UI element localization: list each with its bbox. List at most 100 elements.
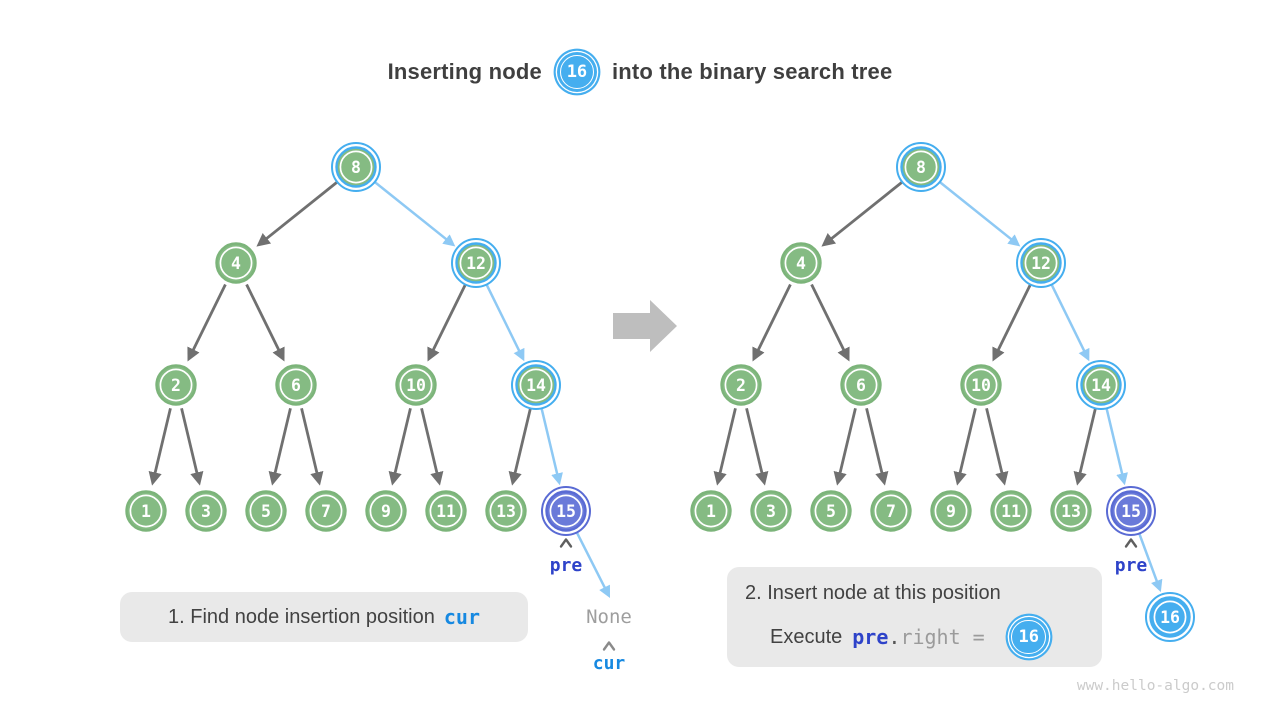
node-inner-ring (934, 494, 968, 528)
node-circle (780, 242, 822, 284)
node-circle (690, 490, 732, 532)
node-inner-ring (489, 494, 523, 528)
step1-text: 1. Find node insertion position (168, 605, 435, 628)
node-inner-ring (369, 494, 403, 528)
node-circle (125, 490, 167, 532)
tree-edge (300, 408, 324, 486)
node-value: 1 (706, 502, 716, 521)
tree-edge (420, 408, 444, 486)
none-label: None (586, 606, 632, 628)
node-inner-ring (219, 246, 253, 280)
tree-node-6: 6 (840, 364, 882, 406)
tree-edge-highlighted (938, 181, 1021, 247)
tree-edge (1073, 408, 1097, 486)
node-circle (1080, 364, 1122, 406)
tree-edge (187, 283, 227, 362)
step2-line1: 2. Insert node at this position (745, 582, 1001, 604)
node-value: 12 (1031, 254, 1051, 273)
node-outer-ring (1016, 238, 1066, 288)
node-value: 14 (1091, 376, 1111, 395)
tree-edge (268, 408, 292, 486)
page-title: Inserting node 16 into the binary search… (0, 46, 1280, 98)
tree-node-15: 15 (1106, 486, 1156, 536)
node-circle (425, 490, 467, 532)
tree-edge-highlighted (373, 181, 456, 247)
step2-line2: Execute pre . right = 16 (770, 613, 1084, 661)
tree-node-8: 8 (331, 142, 381, 192)
tree-node-8: 8 (896, 142, 946, 192)
tree-edge (245, 283, 285, 362)
node-circle (515, 364, 557, 406)
node-value: 2 (736, 376, 746, 395)
node-circle (305, 490, 347, 532)
title-suffix: into the binary search tree (611, 59, 893, 84)
node-value: 13 (1061, 502, 1081, 521)
node-inner-ring (844, 368, 878, 402)
node-inner-ring (279, 368, 313, 402)
node-inner-ring (724, 368, 758, 402)
step2-caption-box: 2. Insert node at this position Execute … (727, 567, 1102, 667)
tree-node-4: 4 (215, 242, 257, 284)
node-inner-ring (189, 494, 223, 528)
node-value: 4 (796, 254, 806, 273)
node-circle (960, 364, 1002, 406)
node-value: 2 (171, 376, 181, 395)
tree-node-14: 14 (1076, 360, 1126, 410)
node-inner-ring (904, 150, 938, 184)
node-inner-ring (339, 150, 373, 184)
node-value: 7 (886, 502, 896, 521)
node-inner-ring (429, 494, 463, 528)
tree-node-9: 9 (930, 490, 972, 532)
pointer-caret (1124, 538, 1138, 548)
node-inner-ring (784, 246, 818, 280)
node-value: 11 (1001, 502, 1021, 521)
tree-node-5: 5 (245, 490, 287, 532)
node-inner-ring (814, 494, 848, 528)
node-outer-ring (451, 238, 501, 288)
tree-node-15: 15 (541, 486, 591, 536)
tree-node-10: 10 (960, 364, 1002, 406)
tree-edge (810, 283, 850, 362)
tree-edge (953, 408, 977, 486)
node-value: 8 (351, 158, 361, 177)
step2-code-pre: pre (852, 625, 889, 649)
step2-code-dot: . (888, 625, 901, 649)
tree-node-4: 4 (780, 242, 822, 284)
tree-node-12: 12 (1016, 238, 1066, 288)
node-circle (275, 364, 317, 406)
step2-code-rest: right = (900, 625, 997, 649)
node-value: 15 (556, 502, 576, 521)
node-outer-ring (1145, 592, 1195, 642)
tree-node-7: 7 (305, 490, 347, 532)
node-outer-ring (331, 142, 381, 192)
node-circle (900, 146, 942, 188)
node-circle (1050, 490, 1092, 532)
node-outer-ring (1076, 360, 1126, 410)
node-inner-ring (1114, 494, 1148, 528)
node-circle (810, 490, 852, 532)
tree-edge-highlighted (1105, 408, 1128, 486)
node-value: 5 (261, 502, 271, 521)
watermark: www.hello-algo.com (1076, 678, 1234, 694)
node-value: 11 (436, 502, 456, 521)
tree-node-1: 1 (125, 490, 167, 532)
node-value: 6 (856, 376, 866, 395)
tree-edge (427, 283, 467, 362)
node-inner-ring (549, 494, 583, 528)
step1-caption-box: 1. Find node insertion position cur (120, 592, 528, 642)
node-inner-ring (459, 246, 493, 280)
tree-edge (992, 283, 1032, 362)
tree-edge (752, 283, 792, 362)
transition-arrow-icon (613, 300, 677, 352)
node-value: 9 (946, 502, 956, 521)
node-circle (1020, 242, 1062, 284)
tree-edge (821, 180, 904, 247)
pointer-caret (559, 538, 573, 548)
node-circle (990, 490, 1032, 532)
node-circle (215, 242, 257, 284)
node-value: 3 (766, 502, 776, 521)
tree-edge-highlighted (485, 283, 525, 362)
tree-node-3: 3 (750, 490, 792, 532)
